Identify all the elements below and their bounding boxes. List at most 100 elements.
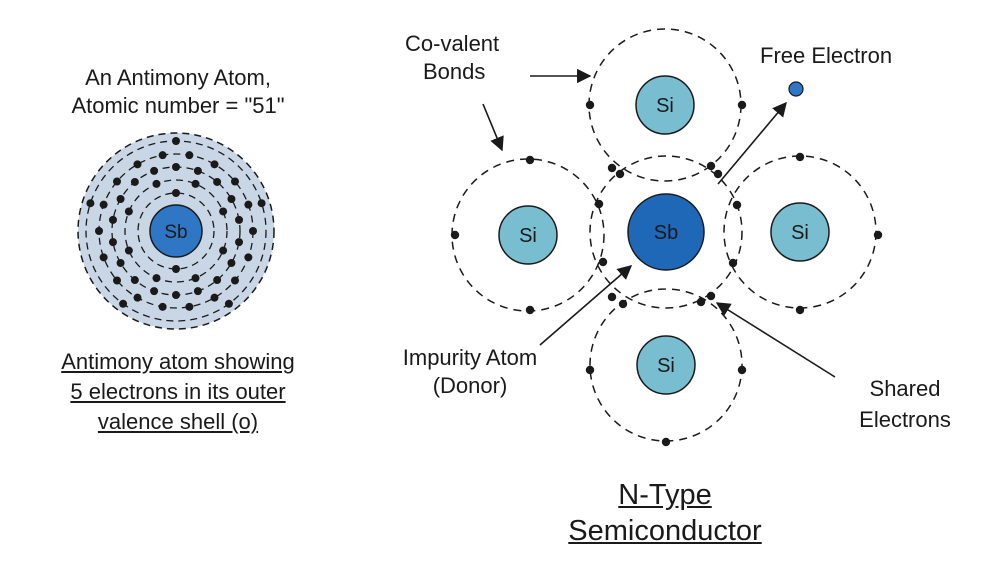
valence-electron	[598, 257, 608, 267]
antimony-electron	[249, 227, 257, 235]
antimony-electron-shells	[85, 137, 267, 322]
antimony-electron	[116, 259, 125, 267]
antimony-electron	[210, 293, 219, 302]
antimony-donor-atom	[627, 193, 705, 271]
antimony-electron	[172, 137, 180, 145]
valence-electron	[607, 292, 617, 302]
antimony-caption: Antimony atom showing 5 electrons in its…	[26, 347, 330, 437]
antimony-electron	[113, 276, 122, 285]
antimony-electron	[152, 274, 161, 283]
antimony-electron	[172, 189, 180, 197]
antimony-electron	[185, 151, 194, 160]
antimony-electron	[172, 265, 180, 273]
silicon-atom-left-label: Si	[519, 225, 537, 247]
antimony-electron	[193, 287, 202, 296]
antimony-electron	[108, 238, 117, 247]
silicon-atom-right-label: Si	[791, 222, 809, 244]
antimony-heading: An Antimony Atom, Atomic number = "51"	[26, 64, 330, 120]
silicon-atom-left	[498, 205, 558, 265]
valence-electron	[732, 200, 742, 210]
impurity-atom-label: Impurity Atom (Donor)	[390, 344, 550, 400]
valence-electron	[525, 305, 535, 315]
valence-electron	[706, 161, 716, 171]
antimony-electron	[150, 166, 159, 175]
free-electron	[788, 81, 804, 97]
shared-electrons-line-2: Electrons	[859, 407, 951, 432]
antimony-electron	[230, 177, 239, 186]
antimony-electron	[99, 200, 108, 209]
antimony-electron	[227, 259, 236, 267]
impurity-atom-line-2: (Donor)	[432, 373, 508, 398]
antimony-electron	[230, 276, 239, 285]
impurity-arrow	[539, 265, 633, 346]
antimony-electron	[219, 207, 228, 216]
shared-electrons-arrow	[715, 302, 836, 378]
lattice-electrons	[450, 100, 883, 447]
antimony-electron	[213, 177, 222, 186]
antimony-electron	[130, 177, 139, 186]
free-electron-arrow	[717, 101, 787, 185]
antimony-heading-line-2: Atomic number = "51"	[71, 93, 285, 118]
antimony-donor-shell	[589, 155, 743, 309]
silicon-atom-bottom-label: Si	[657, 355, 675, 377]
valence-electron	[873, 230, 883, 240]
antimony-electron	[191, 274, 200, 283]
shared-electrons-label: Shared Electrons	[840, 373, 970, 435]
shared-electrons-line-1: Shared	[869, 376, 941, 401]
silicon-atom-bottom	[636, 335, 696, 395]
impurity-atom-line-1: Impurity Atom	[402, 345, 538, 370]
valence-electron	[795, 152, 805, 162]
valence-electron	[594, 199, 604, 209]
valence-electron	[615, 169, 625, 179]
diagram-title: N-Type Semiconductor	[540, 477, 790, 549]
antimony-nucleus-label: Sb	[164, 222, 187, 243]
valence-electron	[585, 100, 595, 110]
free-electron-label: Free Electron	[760, 43, 893, 68]
antimony-electron	[224, 299, 233, 308]
antimony-electron	[99, 253, 108, 262]
antimony-electron	[191, 179, 200, 188]
antimony-electron	[257, 199, 266, 208]
antimony-electron	[86, 199, 95, 208]
antimony-electron	[185, 302, 194, 311]
valence-electron	[728, 258, 738, 268]
valence-electron	[713, 169, 723, 179]
antimony-electron	[124, 246, 133, 255]
valence-electron	[795, 305, 805, 315]
annotation-arrows	[482, 68, 836, 378]
antimony-electron	[150, 287, 159, 296]
valence-electron	[607, 163, 617, 173]
antimony-caption-line-1: Antimony atom showing	[61, 349, 295, 374]
antimony-electron	[172, 291, 180, 299]
antimony-shell	[137, 192, 215, 270]
antimony-electron	[108, 215, 117, 224]
antimony-electron	[95, 227, 103, 235]
covalent-bonds-label: Co-valent Bonds	[385, 30, 535, 86]
antimony-electron	[244, 200, 253, 209]
antimony-donor-atom-label: Sb	[654, 222, 678, 244]
antimony-electron	[210, 160, 219, 169]
antimony-electron	[152, 179, 161, 188]
antimony-electron	[158, 302, 167, 311]
valence-electron	[696, 297, 706, 307]
valence-electron	[737, 100, 747, 110]
antimony-electron	[116, 195, 125, 203]
valence-electron	[585, 365, 595, 375]
antimony-shell	[124, 179, 228, 283]
valence-electron	[450, 230, 460, 240]
antimony-electron	[213, 276, 222, 285]
valence-electron	[706, 291, 716, 301]
covalent-bonds-line-1: Co-valent	[405, 31, 500, 56]
antimony-electron	[158, 151, 167, 160]
antimony-caption-line-2: 5 electrons in its outer	[70, 379, 286, 404]
antimony-electron	[244, 253, 253, 262]
antimony-caption-line-3: valence shell (o)	[97, 409, 259, 434]
antimony-electron	[219, 246, 228, 255]
antimony-heading-line-1: An Antimony Atom,	[85, 65, 271, 90]
antimony-electron	[124, 207, 133, 216]
silicon-atom-top	[635, 75, 695, 135]
title-line-2: Semiconductor	[568, 515, 762, 547]
